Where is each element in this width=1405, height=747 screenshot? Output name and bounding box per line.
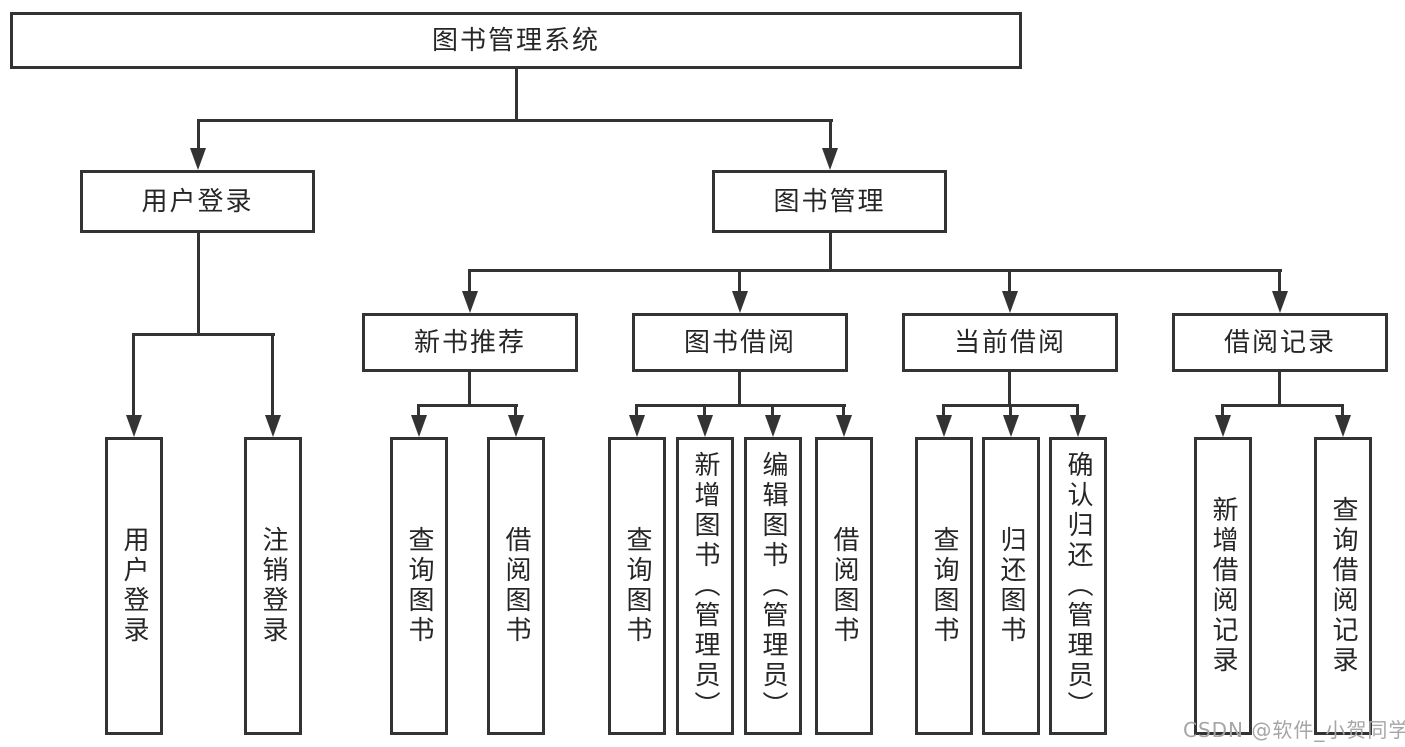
node-user-login: 用户登录 — [80, 170, 315, 233]
arrow-down-icon — [462, 291, 478, 313]
connector-current-leaf1 — [942, 404, 945, 416]
node-leaf-current-query-books: 查询图书 — [915, 437, 973, 735]
node-leaf-return-books: 归还图书 — [982, 437, 1040, 735]
node-leaf-rec-borrow-books: 借阅图书 — [487, 437, 545, 735]
arrow-down-icon — [1215, 415, 1231, 437]
arrow-down-icon — [732, 291, 748, 313]
connector-current-leaf2 — [1009, 404, 1012, 416]
connector-user-login-drop — [197, 233, 200, 335]
arrow-down-icon — [411, 415, 427, 437]
arrow-down-icon — [126, 415, 142, 437]
node-book-management: 图书管理 — [712, 170, 947, 233]
node-leaf-confirm-return-admin: 确认归还（管理员） — [1049, 437, 1107, 735]
node-leaf-user-login: 用户登录 — [105, 437, 163, 735]
connector-borrow-leaf1 — [635, 404, 638, 416]
node-label: 新增图书（管理员） — [690, 451, 720, 721]
node-label: 用户登录 — [141, 186, 254, 217]
node-label: 新增借阅记录 — [1208, 496, 1238, 676]
arrow-down-icon — [1272, 291, 1288, 313]
connector-rec-leaf2 — [514, 404, 517, 416]
connector-current-leaf3 — [1076, 404, 1079, 416]
csdn-watermark: CSDN @软件_小贺同学 — [1183, 718, 1405, 742]
arrow-down-icon — [836, 415, 852, 437]
node-label: 借阅图书 — [829, 526, 859, 646]
connector-records-leaf1 — [1221, 404, 1224, 416]
node-library-management-system: 图书管理系统 — [10, 12, 1022, 69]
node-leaf-add-books-admin: 新增图书（管理员） — [676, 437, 734, 735]
arrow-down-icon — [629, 415, 645, 437]
arrow-down-icon — [265, 415, 281, 437]
arrow-down-icon — [936, 415, 952, 437]
connector-to-book-borrowing — [738, 269, 741, 293]
node-label: 当前借阅 — [953, 327, 1066, 358]
node-label: 确认归还（管理员） — [1063, 451, 1093, 721]
node-leaf-edit-books-admin: 编辑图书（管理员） — [744, 437, 802, 735]
connector-to-current-borrowing — [1008, 269, 1011, 293]
connector-records-drop — [1278, 372, 1281, 405]
connector-to-book-management — [829, 119, 832, 151]
connector-records-branch — [1221, 404, 1344, 407]
node-label: 图书借阅 — [683, 327, 796, 358]
connector-to-logout-leaf — [271, 334, 274, 415]
node-label: 借阅记录 — [1223, 327, 1336, 358]
node-label: 用户登录 — [119, 526, 149, 646]
connector-book-management-drop — [829, 233, 832, 270]
node-borrowing-records: 借阅记录 — [1172, 313, 1388, 372]
node-leaf-add-borrow-record: 新增借阅记录 — [1194, 437, 1252, 735]
node-label: 编辑图书（管理员） — [758, 451, 788, 721]
connector-to-user-login — [197, 119, 200, 151]
arrow-down-icon — [1070, 415, 1086, 437]
node-label: 新书推荐 — [413, 327, 526, 358]
node-book-borrowing: 图书借阅 — [632, 313, 848, 372]
node-current-borrowing: 当前借阅 — [902, 313, 1118, 372]
arrow-down-icon — [765, 415, 781, 437]
node-label: 查询借阅记录 — [1328, 496, 1358, 676]
connector-borrow-leaf2 — [703, 404, 706, 416]
node-new-book-recommendation: 新书推荐 — [362, 313, 578, 372]
connector-borrow-leaf3 — [771, 404, 774, 416]
connector-borrow-branch — [635, 404, 846, 407]
connector-user-login-branch — [132, 333, 275, 336]
connector-current-drop — [1008, 372, 1011, 405]
arrow-down-icon — [1002, 291, 1018, 313]
arrow-down-icon — [1335, 415, 1351, 437]
connector-borrow-drop — [738, 372, 741, 405]
node-label: 查询图书 — [929, 526, 959, 646]
node-leaf-query-borrow-record: 查询借阅记录 — [1314, 437, 1372, 735]
node-leaf-logout: 注销登录 — [244, 437, 302, 735]
node-label: 查询图书 — [622, 526, 652, 646]
node-label: 归还图书 — [996, 526, 1026, 646]
connector-to-login-leaf — [132, 334, 135, 415]
connector-records-leaf2 — [1341, 404, 1344, 416]
arrow-down-icon — [1003, 415, 1019, 437]
connector-root-branch — [197, 119, 833, 122]
arrow-down-icon — [190, 148, 206, 170]
node-leaf-borrow-books: 借阅图书 — [815, 437, 873, 735]
connector-rec-leaf1 — [417, 404, 420, 416]
node-label: 注销登录 — [258, 526, 288, 646]
arrow-down-icon — [508, 415, 524, 437]
connector-borrow-leaf4 — [842, 404, 845, 416]
node-label: 查询图书 — [404, 526, 434, 646]
connector-book-management-branch — [469, 269, 1282, 272]
connector-root-drop — [515, 68, 518, 120]
connector-to-borrowing-records — [1278, 269, 1281, 293]
node-label: 图书管理 — [773, 186, 886, 217]
connector-rec-branch — [417, 404, 518, 407]
node-label: 图书管理系统 — [431, 25, 600, 56]
node-leaf-rec-query-books: 查询图书 — [390, 437, 448, 735]
node-leaf-borrow-query-books: 查询图书 — [608, 437, 666, 735]
arrow-down-icon — [697, 415, 713, 437]
arrow-down-icon — [822, 148, 838, 170]
connector-to-new-book — [468, 269, 471, 293]
connector-rec-drop — [468, 372, 471, 405]
node-label: 借阅图书 — [501, 526, 531, 646]
